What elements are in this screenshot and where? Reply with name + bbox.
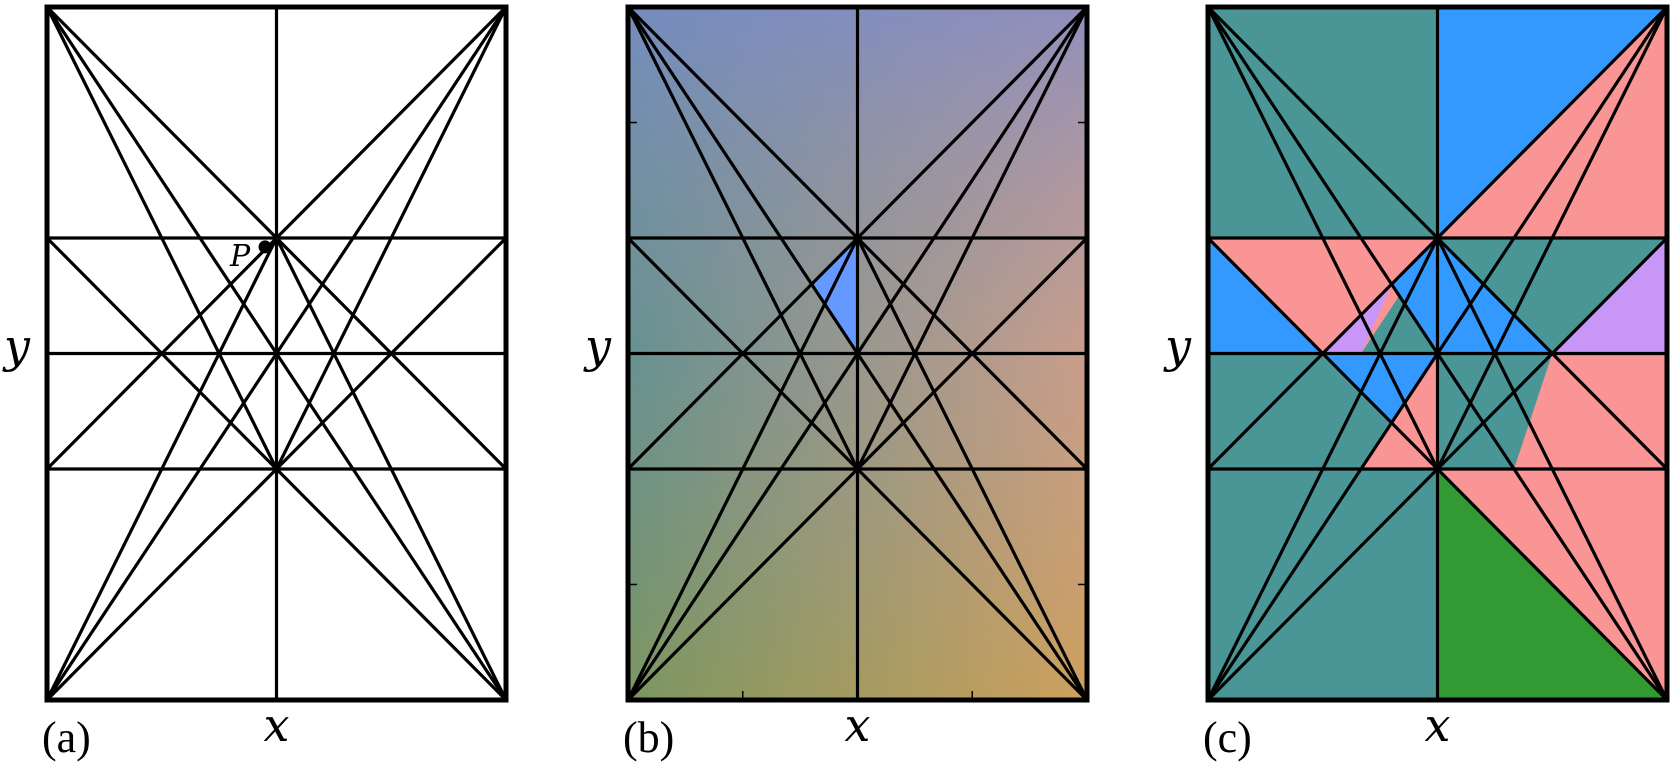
panel-b-line-6 [626, 5, 1089, 702]
panel-a-line-10 [45, 236, 279, 702]
panel-b-line-7 [626, 5, 860, 240]
panel-c-frame [1205, 4, 1670, 703]
panel-a-label: (a) [42, 713, 91, 762]
panel-c-region-11 [1322, 353, 1438, 423]
panel-a: P x y (a) [2, 4, 509, 762]
panel-b-label: (b) [623, 713, 674, 762]
panel-b-ylabel: y [583, 319, 612, 373]
panel-c-line-10 [1206, 236, 1440, 702]
panel-a-line-9 [274, 5, 508, 240]
panel-a-lines [45, 5, 508, 702]
panel-b-frame [625, 4, 1090, 703]
panel-a-ylabel: y [2, 319, 31, 373]
panel-c-line-14 [1206, 467, 1440, 702]
panel-b-line-17 [626, 236, 860, 471]
panel-c-region-13 [1514, 353, 1667, 469]
panel-c-xlabel: x [1425, 698, 1451, 752]
panel-a-line-8 [274, 236, 508, 702]
panel-a-line-14 [45, 467, 279, 702]
panel-c-line-18 [1435, 236, 1669, 471]
panel-c-label: (c) [1203, 713, 1252, 762]
panel-a-line-11 [45, 5, 279, 471]
panel-c: x y (c) [1163, 4, 1670, 762]
panel-c-line-6 [1206, 5, 1669, 702]
panel-b-region-highlight [811, 238, 858, 354]
panel-a-frame [44, 4, 509, 703]
panel-b-line-11 [626, 5, 860, 471]
panel-c-line-12 [1435, 467, 1669, 702]
panel-b-line-12 [855, 467, 1089, 702]
point-p-marker [258, 240, 272, 254]
panel-c-line-17 [1206, 236, 1440, 471]
panel-c-line-7 [1206, 5, 1440, 240]
panel-c-line-11 [1206, 5, 1440, 471]
panel-c-line-8 [1435, 236, 1669, 702]
panel-b-line-18 [855, 236, 1089, 471]
panel-a-line-17 [45, 236, 279, 471]
panel-c-lines [1206, 5, 1669, 702]
panel-a-line-18 [274, 236, 508, 471]
panel-a-xlabel: x [264, 698, 290, 752]
panel-c-region-7 [1391, 238, 1438, 354]
panel-a-line-7 [45, 5, 279, 240]
panel-b-line-9 [855, 5, 1089, 240]
panel-b-xlabel: x [845, 698, 871, 752]
panel-b-line-10 [626, 236, 860, 702]
panel-b-line-8 [855, 236, 1089, 702]
panel-b-lines [626, 5, 1089, 702]
panel-b-line-13 [855, 5, 1089, 471]
panel-b: x y (b) [583, 4, 1090, 762]
point-p-label: P [229, 239, 251, 274]
panel-a-line-6 [45, 5, 508, 702]
panel-b-line-14 [626, 467, 860, 702]
panel-a-line-12 [274, 467, 508, 702]
panel-c-line-9 [1435, 5, 1669, 240]
panel-c-ylabel: y [1163, 319, 1192, 373]
panel-a-line-13 [274, 5, 508, 471]
panel-c-line-13 [1435, 5, 1669, 471]
